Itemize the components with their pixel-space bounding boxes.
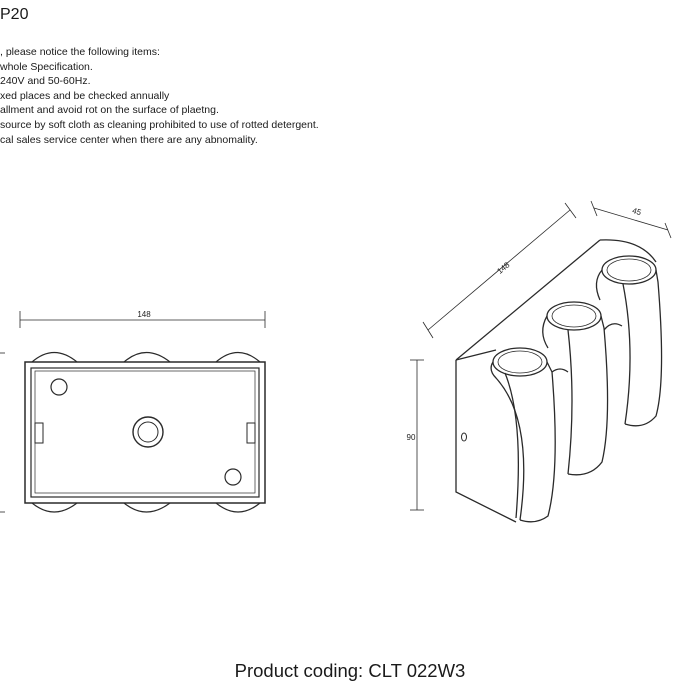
top-caps [31, 351, 261, 363]
front-width-dimension [19, 311, 266, 328]
screw-hole-top-left [50, 378, 68, 396]
screw-hole-bottom-right [224, 468, 242, 486]
note-line: , please notice the following items: [0, 46, 160, 58]
note-line: 240V and 50-60Hz. [0, 75, 91, 88]
front-width-label: 148 [137, 310, 151, 319]
iso-length-dimension [422, 202, 577, 339]
tube-front [490, 347, 556, 523]
iso-height-dimension [410, 359, 424, 511]
note-line: cal sales service center when there are … [0, 133, 258, 146]
iso-length-label: 148 [495, 260, 511, 276]
note-line: allment and avoid rot on the surface of … [0, 104, 219, 117]
front-view: 148 [0, 310, 266, 513]
note-line: xed places and be checked annually [0, 89, 170, 102]
cable-hole-inner [137, 421, 159, 443]
isometric-view: 148 45 90 [407, 200, 672, 523]
cable-hole-outer [132, 416, 164, 448]
iso-height-label: 90 [407, 433, 416, 442]
note-line: source by soft cloth as cleaning prohibi… [0, 118, 319, 131]
left-clip-tab [34, 422, 44, 444]
right-clip-tab [246, 422, 256, 444]
iso-depth-label: 45 [631, 206, 643, 217]
lamp-body [455, 239, 657, 523]
mounting-plate-inner [30, 367, 260, 498]
mounting-plate-outer [24, 361, 266, 504]
bottom-caps [31, 502, 261, 513]
note-line: whole Specification. [0, 60, 93, 73]
product-code: Product coding: CLT 022W3 [234, 660, 466, 681]
tube-middle [542, 301, 609, 476]
instruction-notes: , please notice the following items: who… [0, 45, 319, 147]
tube-back [595, 255, 663, 427]
mounting-plate-edge [34, 370, 256, 494]
side-screw-hole [461, 432, 467, 442]
page-title: P20 [0, 6, 29, 23]
iso-depth-dimension [590, 200, 672, 239]
